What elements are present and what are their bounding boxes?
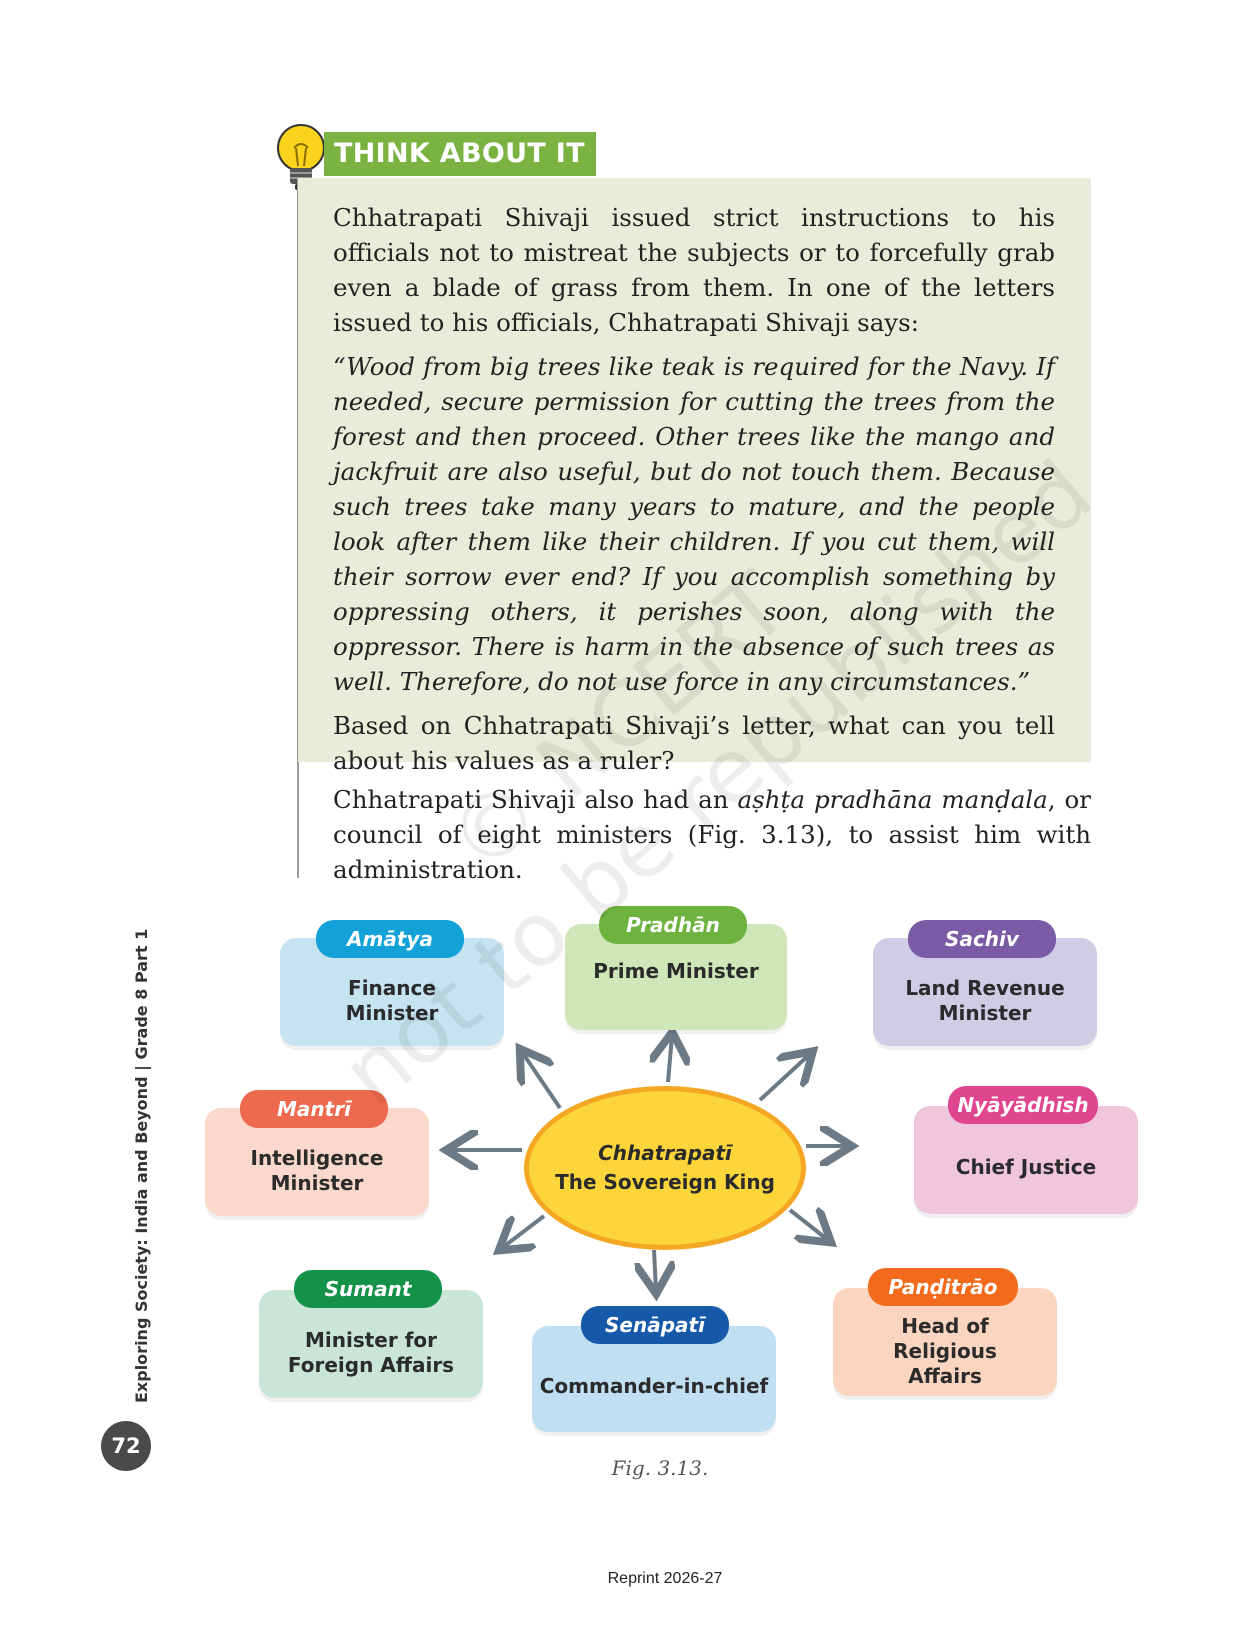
card-role: Commander-in-chief bbox=[539, 1373, 769, 1398]
card-role: Head of Religious Affairs bbox=[893, 1313, 997, 1388]
body-part2: , or council of eight ministers (Fig. 3.… bbox=[333, 785, 1091, 884]
pill-mantri: Mantrī bbox=[240, 1090, 388, 1128]
think-question: Based on Chhatrapati Shivaji’s letter, w… bbox=[333, 711, 1055, 775]
body-part1: Chhatrapati Shivaji also had an bbox=[333, 785, 738, 814]
card-role: Prime Minister bbox=[593, 958, 759, 983]
card-religious-affairs-head: Head of Religious Affairs bbox=[833, 1288, 1057, 1396]
arrow-to-amatya bbox=[522, 1052, 562, 1110]
figure-caption: Fig. 3.13. bbox=[611, 1456, 709, 1480]
think-about-it-box: Chhatrapati Shivaji issued strict instru… bbox=[298, 178, 1091, 775]
card-role: Minister for Foreign Affairs bbox=[287, 1328, 455, 1377]
think-intro: Chhatrapati Shivaji issued strict instru… bbox=[333, 203, 1055, 337]
page-number: 72 bbox=[101, 1421, 151, 1471]
pill-senapati: Senāpatī bbox=[581, 1306, 729, 1344]
think-about-it-title: THINK ABOUT IT bbox=[324, 132, 596, 176]
center-subtitle: The Sovereign King bbox=[555, 1170, 775, 1194]
series-title: Exploring Society: India and Beyond | Gr… bbox=[132, 928, 151, 1403]
card-role: Finance Minister bbox=[345, 976, 439, 1025]
card-role: Chief Justice bbox=[955, 1154, 1097, 1179]
center-title: Chhatrapatī bbox=[598, 1141, 732, 1165]
pill-pradhan: Pradhān bbox=[599, 906, 747, 944]
think-quote: “Wood from big trees like teak is requir… bbox=[333, 352, 1055, 696]
pill-panditrao: Panḍitrāo bbox=[868, 1268, 1018, 1306]
reprint-note: Reprint 2026-27 bbox=[607, 1570, 723, 1587]
arrow-to-sumant bbox=[502, 1214, 546, 1248]
body-paragraph: Chhatrapati Shivaji also had an aṣhṭa pr… bbox=[333, 782, 1091, 887]
arrow-to-senapati bbox=[654, 1249, 656, 1290]
arrow-to-sachiv bbox=[758, 1054, 810, 1102]
card-role: Intelligence Minister bbox=[250, 1146, 384, 1195]
card-role: Land Revenue Minister bbox=[905, 976, 1065, 1025]
arrow-to-panditrao bbox=[788, 1210, 828, 1240]
pill-sachiv: Sachiv bbox=[908, 920, 1056, 958]
pill-sumant: Sumant bbox=[294, 1270, 442, 1308]
pill-nyayadhish: Nyāyādhīsh bbox=[948, 1086, 1098, 1124]
arrow-to-pradhan bbox=[668, 1036, 672, 1083]
pill-amatya: Amātya bbox=[316, 920, 464, 958]
card-chief-justice: Chief Justice bbox=[914, 1106, 1138, 1214]
body-term: aṣhṭa pradhāna manḍala bbox=[737, 785, 1048, 814]
card-foreign-affairs-minister: Minister for Foreign Affairs bbox=[259, 1290, 483, 1398]
center-sovereign-king: Chhatrapatī The Sovereign King bbox=[524, 1086, 806, 1250]
